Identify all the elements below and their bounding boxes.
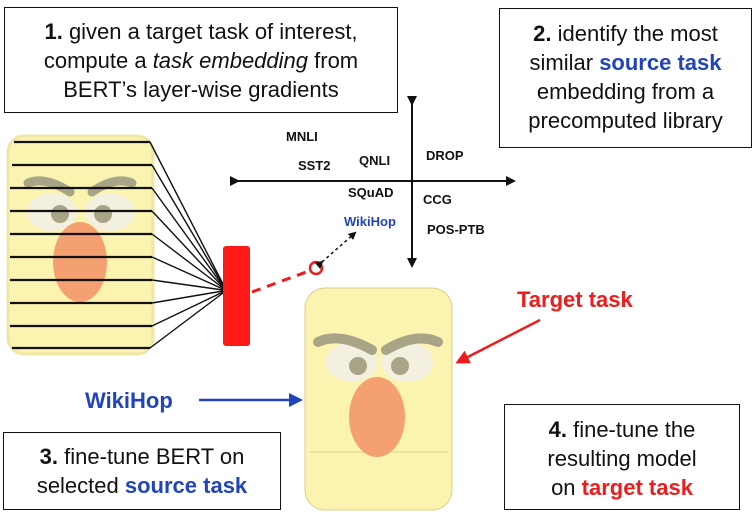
step1-line2-pre: compute a — [43, 48, 153, 73]
step2-line3: embedding from a — [536, 79, 715, 104]
step3-source-task: source task — [124, 473, 248, 498]
step4-line2: resulting model — [547, 446, 697, 471]
step2-line1: identify the most — [557, 21, 718, 46]
layer-lines — [10, 140, 152, 350]
step4-box: 4. fine-tune the resulting model on targ… — [504, 404, 740, 510]
task-sst2: SST2 — [298, 158, 331, 173]
step4-number: 4. — [548, 417, 567, 442]
task-pos-ptb: POS-PTB — [427, 222, 485, 237]
nearest-neighbor-arrow — [314, 231, 357, 269]
step1-box: 1. given a target task of interest, comp… — [4, 7, 398, 113]
step4-target-task: target task — [581, 475, 693, 500]
step2-number: 2. — [533, 21, 552, 46]
task-qnli: QNLI — [359, 153, 390, 168]
step4-line3-pre: on — [551, 475, 582, 500]
embedding-bar-icon — [223, 246, 250, 346]
task-squad: SQuAD — [348, 185, 394, 200]
target-task-label: Target task — [517, 287, 634, 312]
embedding-projection-dash — [251, 269, 310, 294]
task-wikihop: WikiHop — [344, 214, 396, 229]
step1-line2-post: from — [308, 48, 359, 73]
embedding-space-axes — [230, 96, 516, 268]
step3-line1: fine-tune BERT on — [64, 444, 245, 469]
target-task-arrow — [455, 318, 541, 364]
step3-number: 3. — [39, 444, 59, 469]
bert-face-left-icon — [6, 134, 155, 356]
target-embedding-marker — [308, 260, 324, 276]
task-drop: DROP — [426, 148, 464, 163]
step2-line2-pre: similar — [529, 50, 600, 75]
step4-line1: fine-tune the — [573, 417, 696, 442]
step3-box: 3. fine-tune BERT on selected source tas… — [3, 432, 281, 510]
step3-line2-pre: selected — [36, 473, 125, 498]
step1-line3: BERT’s layer-wise gradients — [63, 77, 339, 102]
task-mnli: MNLI — [286, 129, 318, 144]
step1-line1: given a target task of interest, — [68, 19, 358, 44]
step2-source-task: source task — [599, 50, 722, 75]
bert-face-center-icon — [304, 287, 453, 511]
gradient-connectors — [149, 141, 224, 349]
task-ccg: CCG — [423, 192, 452, 207]
step1-line2-em: task embedding — [152, 48, 309, 73]
step2-line4: precomputed library — [528, 108, 723, 133]
step1-number: 1. — [44, 19, 63, 44]
wikihop-input-label: WikiHop — [85, 388, 173, 413]
step2-box: 2. identify the most similar source task… — [499, 8, 752, 148]
